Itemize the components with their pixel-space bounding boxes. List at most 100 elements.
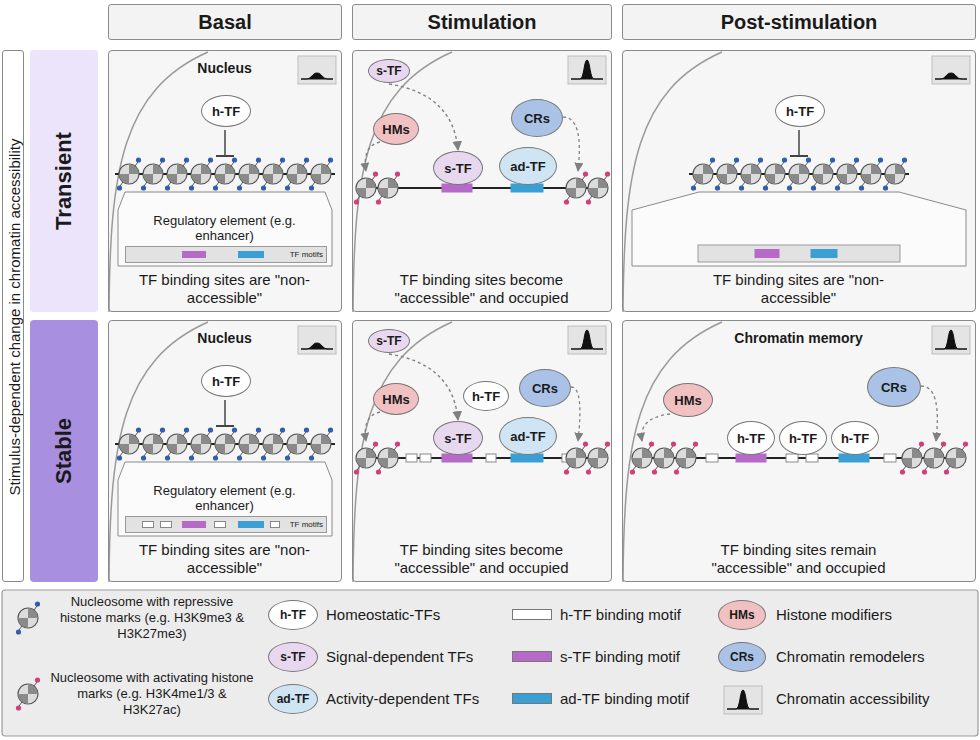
- histone-mark: [652, 469, 657, 474]
- protein-ellipse: HMs: [373, 383, 419, 415]
- nucleus-envelope: [623, 52, 722, 312]
- nucleosome-quadrant: [837, 174, 847, 184]
- nucleosome: [717, 164, 737, 184]
- histone-mark: [16, 629, 21, 634]
- binding-motif: [182, 521, 206, 528]
- legend-text-holder: Nucleosome with activating histone marks…: [50, 670, 254, 718]
- nucleosome-quadrant: [799, 164, 809, 174]
- node-text: s-TF: [376, 334, 401, 348]
- legend-text-holder: s-TF binding motif: [560, 648, 680, 666]
- node-text: Transient: [51, 132, 77, 230]
- protein-ellipse: h-TF: [779, 421, 827, 455]
- nucleosome-quadrant: [576, 448, 586, 458]
- nucleosome-quadrant: [823, 164, 833, 174]
- node-text: Nucleus: [197, 60, 251, 76]
- legend-text-holder: ad-TF binding motif: [560, 690, 689, 708]
- nucleosome-quadrant: [28, 608, 38, 618]
- nucleosome-quadrant: [598, 178, 608, 188]
- histone-mark: [811, 185, 816, 190]
- nucleosome-quadrant: [861, 174, 871, 184]
- nucleosome-quadrant: [167, 174, 177, 184]
- nucleosome: [378, 448, 398, 468]
- action-arrow: [365, 142, 380, 171]
- node-text: Nucleus: [197, 330, 251, 346]
- nucleosome: [239, 164, 259, 184]
- histone-tail: [120, 182, 123, 186]
- histone-mark: [165, 455, 170, 460]
- nucleosome-quadrant: [18, 694, 28, 704]
- accessibility-icon: [568, 326, 606, 354]
- histone-tail: [183, 432, 186, 436]
- node-text: h-TF: [472, 389, 500, 404]
- node-text: Stimulus-dependent change in chromatin a…: [6, 139, 23, 496]
- histone-tail: [901, 162, 904, 166]
- histone-mark: [136, 157, 141, 162]
- node-text: h-TF: [786, 104, 814, 119]
- node-text: TF binding sites are "non-accessible": [697, 271, 901, 307]
- nucleosome-quadrant: [588, 188, 598, 198]
- histone-tail: [903, 466, 906, 470]
- histone-tail: [829, 162, 832, 166]
- histone-mark: [354, 199, 359, 204]
- nucleosome-quadrant: [366, 178, 376, 188]
- histone-mark: [763, 185, 768, 190]
- text-holder: TF binding sites become "accessible" and…: [380, 541, 584, 577]
- nucleosome-quadrant: [311, 444, 321, 454]
- nucleosome-quadrant: [225, 434, 235, 444]
- panel-ground: [622, 320, 976, 582]
- histone-tail: [918, 446, 921, 450]
- nucleosome-quadrant: [239, 174, 249, 184]
- action-arrow: [563, 117, 579, 171]
- histone-mark: [835, 185, 840, 190]
- legend-text: Chromatin remodelers: [776, 648, 924, 666]
- swatch-label: ad-TF: [277, 692, 310, 706]
- row-band: Stable: [30, 320, 98, 582]
- histone-tail: [790, 182, 793, 186]
- binding-motif: [238, 521, 264, 528]
- nucleosome-quadrant: [693, 174, 703, 184]
- legend-ellipse-swatch: ad-TF: [268, 684, 318, 714]
- legend-motif-swatch: [512, 609, 552, 620]
- nucleosome-quadrant: [167, 444, 177, 454]
- histone-tail: [327, 162, 330, 166]
- histone-tail: [183, 162, 186, 166]
- stage-panel: Chromatin memoryTF binding sites remain …: [622, 320, 976, 582]
- column-header: Stimulation: [352, 4, 612, 40]
- histone-mark: [136, 427, 141, 432]
- protein-ellipse: s-TF: [368, 59, 410, 83]
- histone-tail: [288, 452, 291, 456]
- nucleosome: [566, 178, 586, 198]
- histone-tail: [120, 452, 123, 456]
- node-text: ad-TF: [510, 159, 545, 174]
- histone-mark: [944, 469, 949, 474]
- histone-tail: [648, 446, 651, 450]
- histone-tail: [677, 466, 680, 470]
- nucleosome-quadrant: [18, 618, 28, 628]
- histone-mark: [859, 185, 864, 190]
- nucleosome-quadrant: [215, 174, 225, 184]
- zoom-outline: [118, 192, 332, 266]
- histone-mark: [261, 185, 266, 190]
- nucleosome: [143, 164, 163, 184]
- legend-ellipse-swatch: s-TF: [268, 642, 318, 672]
- histone-tail: [168, 452, 171, 456]
- histone-mark: [674, 469, 679, 474]
- node-text: TF motifs: [290, 520, 323, 529]
- nucleosome: [654, 448, 674, 468]
- inhibition-line: [224, 130, 226, 156]
- node-text: HMs: [382, 392, 409, 407]
- histone-mark: [878, 157, 883, 162]
- nucleosome: [588, 178, 608, 198]
- histone-tail: [589, 196, 592, 200]
- histone-mark: [376, 199, 381, 204]
- histone-tail: [379, 196, 382, 200]
- nucleosome-quadrant: [153, 164, 163, 174]
- histone-mark: [117, 455, 122, 460]
- histone-tail: [862, 182, 865, 186]
- nucleosome: [18, 608, 38, 628]
- nucleosome-quadrant: [287, 174, 297, 184]
- histone-tail: [135, 432, 138, 436]
- protein-ellipse: h-TF: [201, 365, 251, 397]
- histone-tail: [372, 446, 375, 450]
- histone-mark: [280, 427, 285, 432]
